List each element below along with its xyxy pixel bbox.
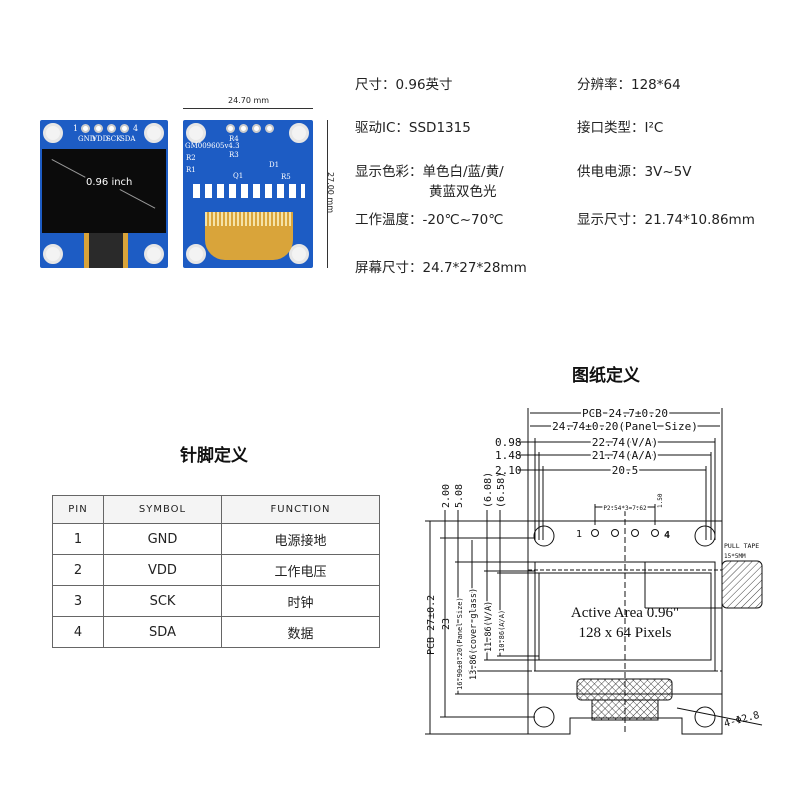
- dim-label: 10.86(A/A): [498, 610, 506, 652]
- pull-tape-size-label: 15*5MM: [724, 553, 746, 560]
- dim-label: 2.00: [441, 484, 452, 508]
- silkscreen-text: R1: [186, 166, 196, 174]
- pin-number: 4: [133, 124, 139, 133]
- spec-interface: 接口类型：I²C: [577, 120, 664, 136]
- silkscreen-text: GM009605v4.3: [185, 142, 240, 150]
- pull-tape-label: PULL TAPE: [724, 542, 759, 550]
- spec-color: 显示色彩：单色白/蓝/黄/黄蓝双色光: [355, 164, 504, 200]
- pin-label: VDD: [92, 135, 109, 143]
- dim-label: 23: [441, 618, 452, 630]
- oled-back-photo: GM009605v4.3 R4 R3 R2 R1 Q1 D1 R5: [183, 120, 313, 268]
- dim-label: 21.74(A/A): [592, 449, 658, 462]
- dim-label: (6.08): [483, 472, 494, 508]
- active-area-label: Active Area 0.96": [571, 605, 679, 621]
- dim-label: (6.58): [496, 472, 507, 508]
- dim-label: 1.50: [657, 493, 664, 508]
- spec-temperature: 工作温度：-20℃~70℃: [355, 212, 504, 228]
- hole-spec-label: 4-Φ2.8: [723, 710, 761, 730]
- pin-pitch-label: P2.54*3=7.62: [603, 505, 647, 512]
- pcb-width-label: PCB 24.7±0.20: [582, 407, 668, 420]
- spec-resolution: 分辨率：128*64: [577, 77, 681, 93]
- panel-width-label: 24.74±0.20(Panel Size): [552, 420, 698, 433]
- oled-screen: 0.96 inch: [42, 149, 166, 233]
- spec-power: 供电电源：3V~5V: [577, 164, 692, 180]
- silkscreen-text: R3: [229, 151, 239, 159]
- drawing-title: 图纸定义: [572, 366, 640, 386]
- silkscreen-text: Q1: [233, 172, 244, 180]
- pin-label: GND: [78, 135, 96, 143]
- mount-hole-icon: [43, 244, 63, 264]
- dim-label: 1.48: [495, 449, 522, 462]
- height-dimension-line: [327, 120, 328, 268]
- width-dimension-line: [183, 108, 313, 109]
- silkscreen-text: R5: [281, 173, 291, 181]
- dim-label: 16.90±0.20(Panel Size): [456, 597, 464, 690]
- spec-module-size: 屏幕尺寸：24.7*27*28mm: [355, 260, 527, 276]
- spec-driver-ic: 驱动IC：SSD1315: [355, 120, 471, 136]
- mount-hole-icon: [144, 123, 164, 143]
- pixels-label: 128 x 64 Pixels: [579, 625, 672, 641]
- pcb-height-label: PCB 27±0.2: [426, 595, 437, 655]
- dim-label: 2.10: [495, 464, 522, 477]
- mount-hole-icon: [144, 244, 164, 264]
- spec-size: 尺寸：0.96英寸: [355, 77, 453, 93]
- silkscreen-text: R4: [229, 135, 239, 143]
- width-dimension-label: 24.70 mm: [228, 96, 270, 105]
- dim-label: 5.08: [454, 484, 465, 508]
- dim-label: 0.98: [495, 436, 522, 449]
- pin-number: 1: [576, 529, 582, 540]
- dim-label: 22.74(V/A): [592, 436, 658, 449]
- spec-display-size: 显示尺寸：21.74*10.86mm: [577, 212, 755, 228]
- technical-drawing: PCB 24.7±0.20 24.74±0.20(Panel Size) 0.9…: [425, 405, 763, 735]
- dim-label: 13.86(cover glass): [469, 588, 479, 680]
- dim-label: 20.5: [612, 464, 639, 477]
- oled-front-photo: 1 4 GND VDD SCK SDA 0.96 inch: [40, 120, 168, 268]
- screen-size-label: 0.96 inch: [86, 177, 133, 188]
- silkscreen-text: D1: [269, 161, 280, 169]
- mount-hole-icon: [43, 123, 63, 143]
- pin-label: SCK: [106, 135, 122, 143]
- pin-title: 针脚定义: [180, 446, 248, 466]
- dim-label: 11.86(V/A): [484, 601, 494, 652]
- height-dimension-label: 27.00 mm: [326, 171, 336, 214]
- silkscreen-text: R2: [186, 154, 196, 162]
- pin-label: SDA: [120, 135, 136, 143]
- pin-number: 4: [664, 530, 670, 541]
- pin-number: 1: [73, 124, 79, 133]
